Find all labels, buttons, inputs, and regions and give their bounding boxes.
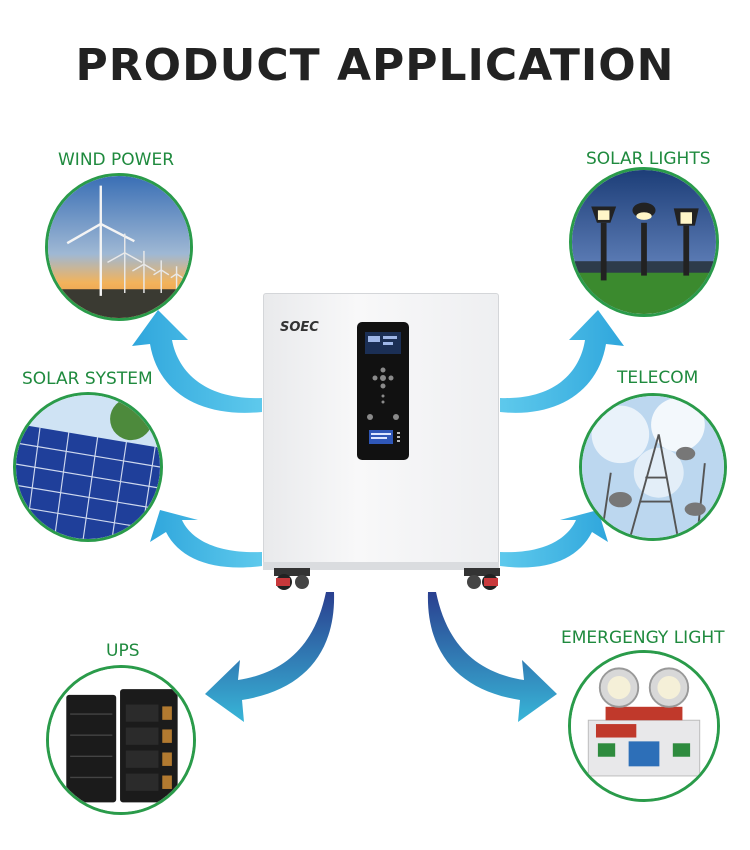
brand-logo: SOEC (280, 320, 319, 335)
arrow-to-wind-power (132, 310, 262, 413)
arrow-to-ups (205, 592, 335, 722)
control-panel-graphic (365, 332, 401, 444)
battery-base (263, 562, 499, 570)
ups-image (46, 665, 196, 815)
control-panel (357, 322, 409, 460)
telecom-image (579, 393, 727, 541)
battery-unit: SOEC (263, 293, 499, 565)
solar-system-image (13, 392, 163, 542)
label-solar-system: SOLAR SYSTEM (22, 369, 153, 389)
arrow-to-solar-system (150, 510, 262, 568)
page-title: PRODUCT APPLICATION (75, 40, 675, 91)
solar-lights-image (569, 167, 719, 317)
label-emergency-light: EMERGENGY LIGHT (561, 628, 725, 648)
wind-power-image (45, 173, 193, 321)
arrow-to-solar-lights (500, 310, 624, 413)
label-solar-lights: SOLAR LIGHTS (586, 149, 711, 169)
label-telecom: TELECOM (617, 368, 699, 388)
emergency-light-image (568, 650, 720, 802)
arrow-to-telecom (500, 510, 608, 568)
arrow-to-emergency-light (427, 592, 557, 722)
left-wheel (274, 568, 310, 590)
label-wind-power: WIND POWER (58, 150, 175, 170)
label-ups: UPS (106, 641, 140, 661)
right-wheel (464, 568, 500, 590)
